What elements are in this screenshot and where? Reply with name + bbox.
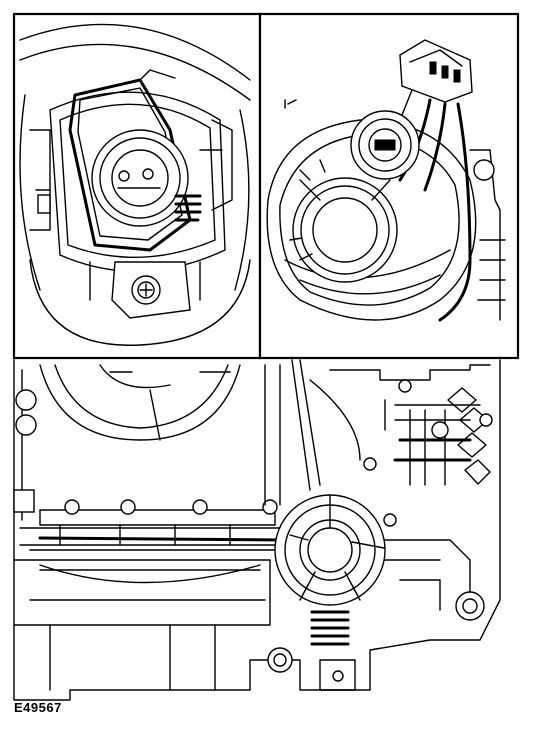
detail-panel-left xyxy=(12,12,262,360)
main-view-headlamp-rear xyxy=(13,359,501,701)
detail-panel-right xyxy=(258,12,520,360)
figure-reference-label: E49567 xyxy=(14,700,62,715)
